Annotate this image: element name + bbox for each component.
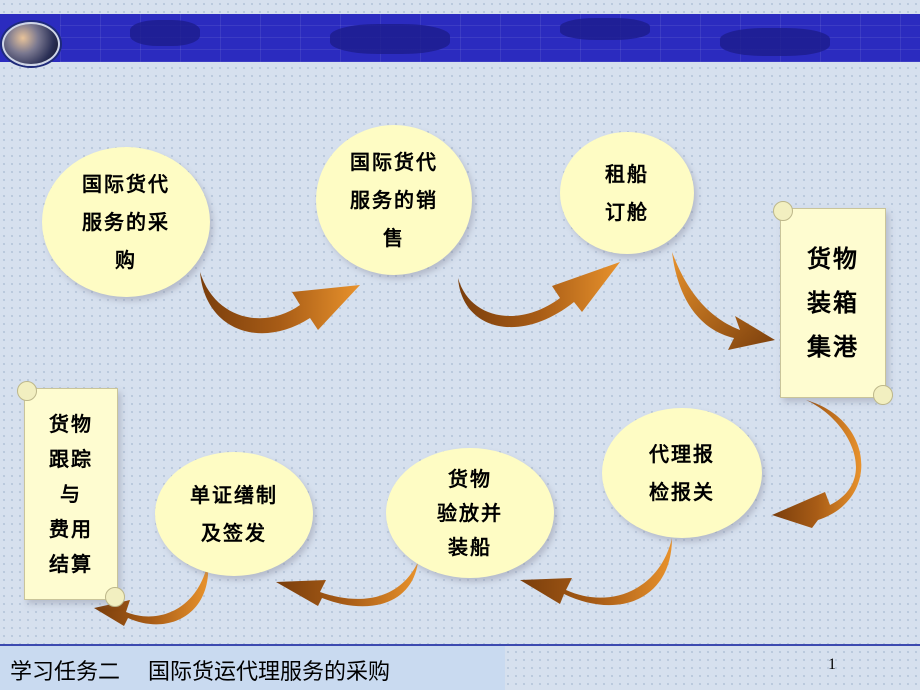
curved-arrow-icon <box>276 562 418 607</box>
curved-arrow-icon <box>458 262 620 328</box>
footer-divider <box>0 644 920 646</box>
step-label: 货物 验放并 装船 <box>437 467 503 559</box>
step-label: 租船 订舱 <box>605 162 649 224</box>
step-scroll-tracking: 货物 跟踪 与 费用 结算 <box>17 381 125 607</box>
map-continent <box>720 28 830 56</box>
step-ellipse-procurement: 国际货代 服务的采 购 <box>42 147 210 297</box>
step-label: 国际货代 服务的销 售 <box>350 150 438 250</box>
map-continent <box>130 20 200 46</box>
step-ellipse-documents: 单证缮制 及签发 <box>155 452 313 576</box>
curved-arrow-icon <box>772 400 862 528</box>
curved-arrow-icon <box>200 272 360 334</box>
map-continent <box>560 18 650 40</box>
curved-arrow-icon <box>672 252 775 350</box>
page-number: 1 <box>828 656 836 673</box>
step-ellipse-booking: 租船 订舱 <box>560 132 694 254</box>
step-ellipse-loading: 货物 验放并 装船 <box>386 448 554 578</box>
step-label: 货物 跟踪 与 费用 结算 <box>49 411 93 576</box>
step-label: 国际货代 服务的采 购 <box>82 172 170 272</box>
step-ellipse-customs: 代理报 检报关 <box>602 408 762 538</box>
globe-icon <box>2 22 60 66</box>
scroll-curl <box>105 587 125 607</box>
scroll-curl <box>873 385 893 405</box>
curved-arrow-icon <box>94 562 209 626</box>
curved-arrow-icon <box>520 538 672 606</box>
map-continent <box>330 24 450 54</box>
footer-bar: 学习任务二 国际货运代理服务的采购 <box>0 646 505 690</box>
scroll-curl <box>773 201 793 221</box>
scroll-curl <box>17 381 37 401</box>
step-label: 单证缮制 及签发 <box>190 483 278 545</box>
step-label: 货物 装箱 集港 <box>807 245 859 361</box>
step-ellipse-sales: 国际货代 服务的销 售 <box>316 125 472 275</box>
header-banner <box>0 14 920 62</box>
step-label: 代理报 检报关 <box>649 442 715 504</box>
step-scroll-container: 货物 装箱 集港 <box>773 201 893 405</box>
footer-title: 学习任务二 国际货运代理服务的采购 <box>10 660 390 685</box>
